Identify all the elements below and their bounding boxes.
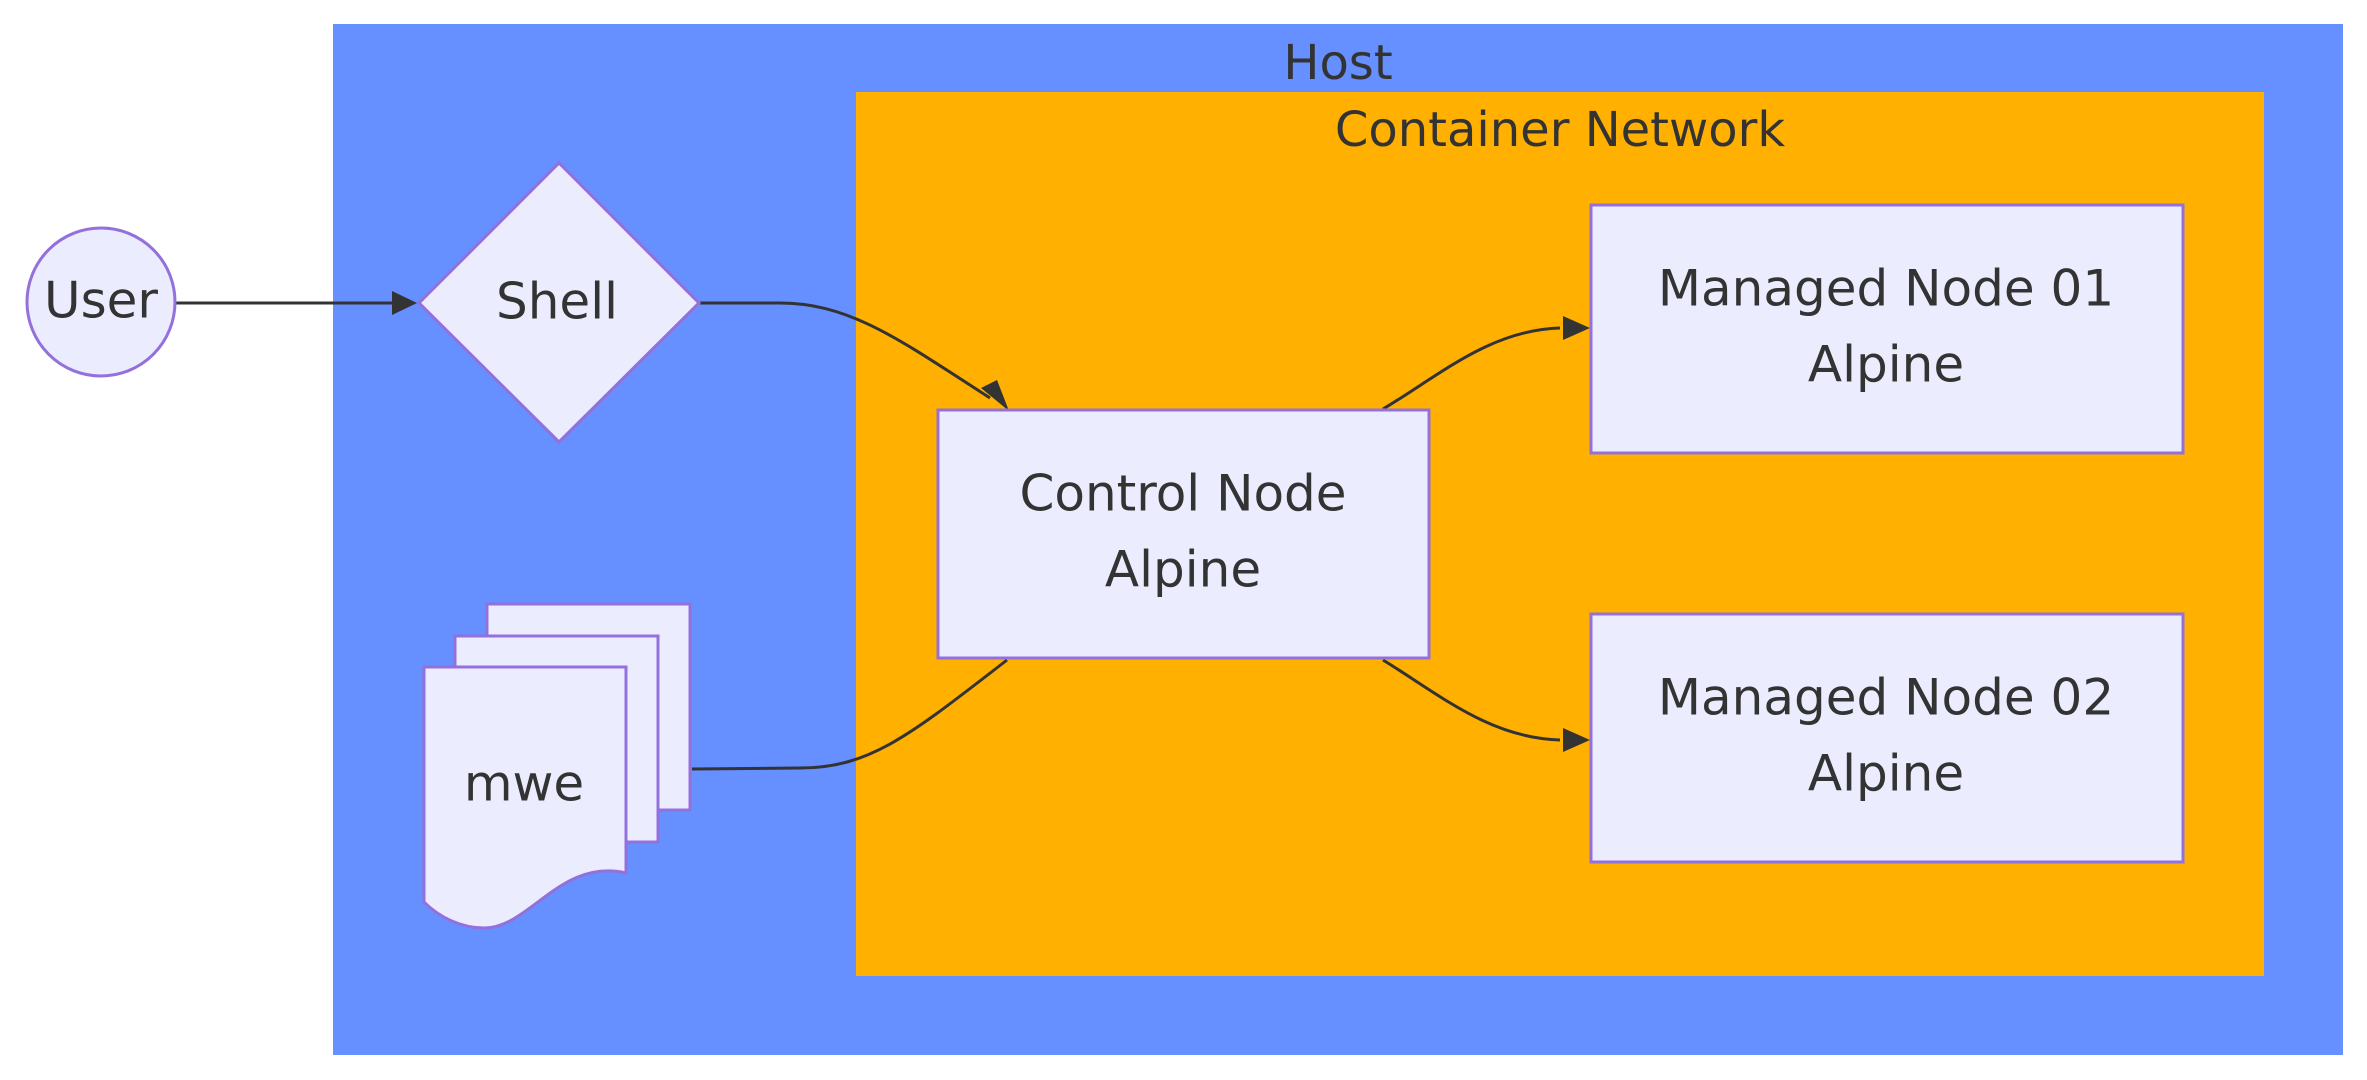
edge-mwe-to-control: [691, 658, 1008, 771]
host-cluster-label: Host: [1283, 35, 1392, 91]
arrowhead-user-to-shell: [392, 291, 417, 315]
control-node-title: Control Node: [1019, 465, 1346, 523]
user-label: User: [44, 272, 158, 330]
managed-node-01-os: Alpine: [1808, 336, 1964, 394]
managed-node-01-box: [1589, 203, 2185, 455]
user-circle: [25, 226, 177, 378]
arrowhead-control-to-managed02: [1563, 728, 1590, 752]
shell-label: Shell: [496, 273, 618, 331]
arrowhead-shell-to-control: [981, 380, 1009, 411]
mwe-label: mwe: [464, 755, 584, 813]
container-network-label: Container Network: [1335, 102, 1785, 158]
control-node[interactable]: Control Node Alpine: [936, 408, 1431, 660]
managed-node-02-os: Alpine: [1808, 745, 1964, 803]
managed-node-01-title: Managed Node 01: [1658, 260, 2114, 318]
managed-node-02-title: Managed Node 02: [1658, 669, 2114, 727]
edges: [176, 291, 1590, 771]
managed-node-02-box: [1589, 612, 2185, 864]
edge-shell-to-control: [700, 301, 991, 400]
mwe-document-front: [422, 665, 628, 930]
managed-node-01[interactable]: Managed Node 01 Alpine: [1589, 203, 2185, 455]
edge-control-to-managed02: [1382, 658, 1561, 742]
arrowhead-control-to-managed01: [1563, 316, 1590, 340]
mwe-node[interactable]: mwe: [422, 602, 692, 930]
shell-diamond: [416, 160, 702, 445]
control-node-os: Alpine: [1105, 541, 1261, 599]
shell-node[interactable]: Shell: [416, 160, 702, 445]
managed-node-02[interactable]: Managed Node 02 Alpine: [1589, 612, 2185, 864]
user-node[interactable]: User: [25, 226, 177, 378]
edge-control-to-managed01: [1382, 326, 1561, 411]
control-node-box: [936, 408, 1431, 660]
